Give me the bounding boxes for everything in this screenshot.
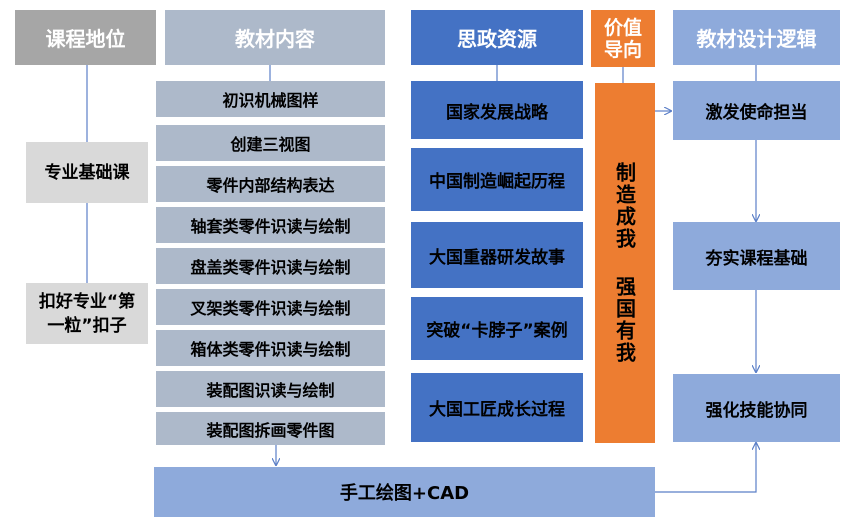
- ideological-resource-item: 大国重器研发故事: [411, 222, 583, 288]
- value-orientation-text: 制造成我 强国有我: [612, 162, 637, 364]
- textbook-content-item: 装配图拆画零件图: [156, 412, 385, 445]
- ideological-resource-item: 突破“卡脖子”案例: [411, 297, 583, 360]
- course-status-item: 扣好专业“第一粒”扣子: [26, 283, 148, 344]
- design-logic-header: 教材设计逻辑: [673, 10, 840, 65]
- design-logic-item: 激发使命担当: [673, 81, 840, 140]
- ideological-resource-item: 国家发展战略: [411, 81, 583, 139]
- bottom-bar: 手工绘图+CAD: [154, 467, 655, 517]
- value-orientation-body: 制造成我 强国有我: [595, 83, 655, 443]
- textbook-content-item: 装配图识读与绘制: [156, 371, 385, 407]
- course-status-item: 专业基础课: [26, 142, 148, 203]
- value-orientation-header: 价值导向: [591, 10, 655, 67]
- ideological-resource-item: 大国工匠成长过程: [411, 373, 583, 442]
- ideological-resource-item: 中国制造崛起历程: [411, 148, 583, 211]
- textbook-content-item: 箱体类零件识读与绘制: [156, 330, 385, 366]
- textbook-content-item: 初识机械图样: [156, 81, 385, 117]
- textbook-content-item: 零件内部结构表达: [156, 166, 385, 202]
- textbook-content-header: 教材内容: [165, 10, 385, 65]
- ideological-resources-header: 思政资源: [411, 10, 583, 65]
- textbook-content-item: 创建三视图: [156, 125, 385, 161]
- textbook-content-item: 盘盖类零件识读与绘制: [156, 248, 385, 284]
- connector-arrow: [655, 443, 756, 493]
- design-logic-item: 强化技能协同: [673, 374, 840, 442]
- textbook-content-item: 叉架类零件识读与绘制: [156, 289, 385, 325]
- course-status-header: 课程地位: [15, 10, 156, 65]
- textbook-content-item: 轴套类零件识读与绘制: [156, 207, 385, 243]
- design-logic-item: 夯实课程基础: [673, 222, 840, 290]
